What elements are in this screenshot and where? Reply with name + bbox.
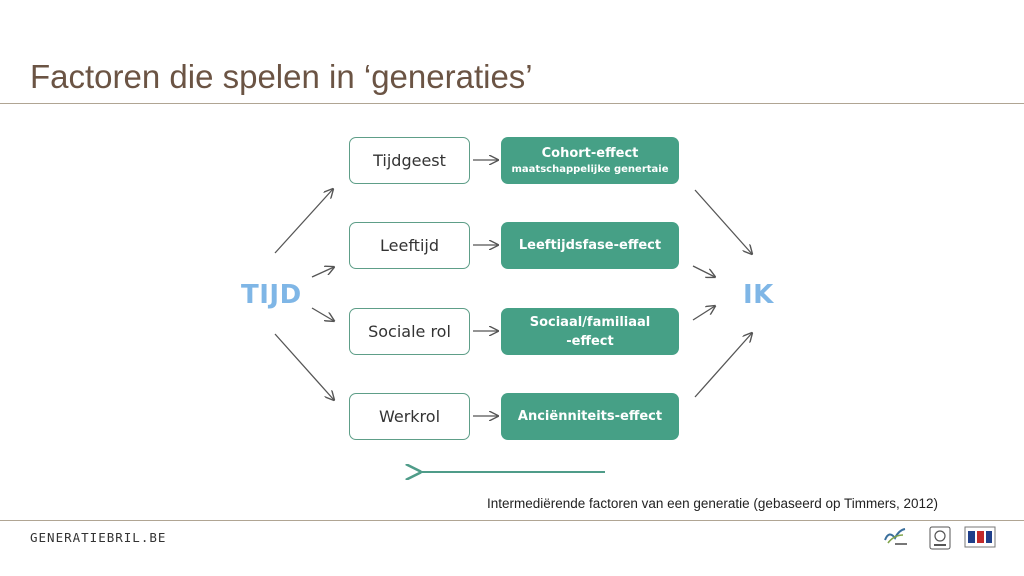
effect-cohort: Cohort-effect maatschappelijke genertaie: [501, 137, 679, 184]
footer-divider: [0, 520, 1024, 521]
tijd-label: TIJD: [241, 280, 302, 310]
arrow-tijd-werkrol: [274, 333, 334, 400]
hogent-logo: [929, 526, 951, 550]
title-divider: [0, 103, 1024, 104]
factor-label: Sociale rol: [368, 322, 451, 341]
arrow-tijd-tijdgeest: [274, 189, 333, 254]
factor-werkrol: Werkrol: [349, 393, 470, 440]
wise-logo: [884, 528, 907, 545]
effect-label: Sociaal/familiaal: [529, 314, 651, 330]
effect-label: Leeftijdsfase-effect: [518, 238, 662, 253]
factor-label: Tijdgeest: [373, 151, 446, 170]
factor-tijdgeest: Tijdgeest: [349, 137, 470, 184]
effect-sociaal-familiaal: Sociaal/familiaal -effect: [501, 308, 679, 355]
factor-sociale-rol: Sociale rol: [349, 308, 470, 355]
effect-ancienniteit: Anciënniteits-effect: [501, 393, 679, 440]
ik-label: IK: [743, 280, 774, 310]
factor-label: Werkrol: [378, 407, 441, 426]
factor-leeftijd: Leeftijd: [349, 222, 470, 269]
effect-label-continued: -effect: [566, 333, 614, 349]
effect-leeftijdsfase: Leeftijdsfase-effect: [501, 222, 679, 269]
arrow-leeftijdsfase-ik: [692, 265, 715, 277]
effect-label: Anciënniteits-effect: [517, 409, 663, 424]
esf-logo: [964, 526, 996, 548]
diagram-caption: Intermediërende factoren van een generat…: [487, 496, 939, 511]
arrow-tijd-sociale-rol: [311, 307, 334, 321]
effect-sublabel: maatschappelijke genertaie: [511, 164, 669, 175]
factor-label: Leeftijd: [380, 236, 439, 255]
effect-label: Cohort-effect: [541, 146, 639, 161]
arrow-ancienniteit-ik: [694, 333, 752, 398]
arrow-tijd-leeftijd: [311, 267, 334, 278]
arrow-sociaal-ik: [692, 306, 715, 321]
slide-title: Factoren die spelen in ‘generaties’: [30, 58, 533, 95]
arrow-cohort-ik: [694, 189, 752, 254]
brand-wordmark: GENERATIEBRIL.BE: [30, 530, 167, 545]
